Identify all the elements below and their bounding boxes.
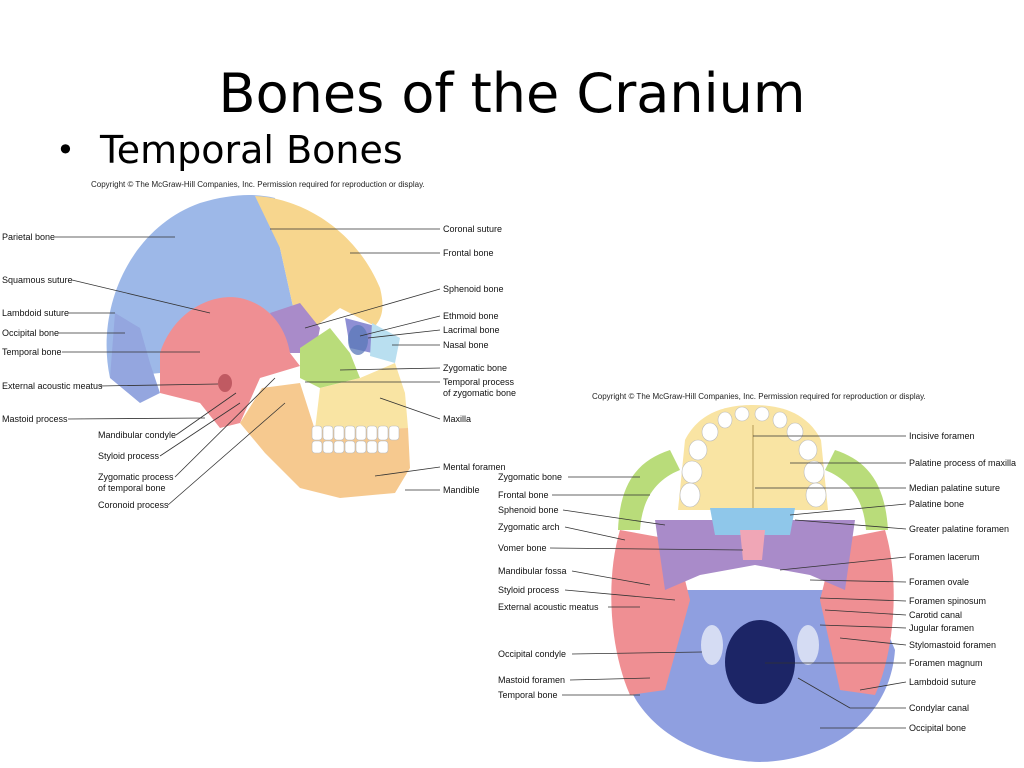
label-foramen-lacerum: Foramen lacerum bbox=[909, 552, 980, 562]
lateral-copyright: Copyright © The McGraw-Hill Companies, I… bbox=[91, 180, 425, 189]
label-frontal-bone: Frontal bone bbox=[443, 248, 494, 258]
label-parietal-bone: Parietal bone bbox=[2, 232, 55, 242]
vomer-shape bbox=[740, 530, 765, 560]
label-squamous-suture: Squamous suture bbox=[2, 275, 73, 285]
maxilla-shape bbox=[315, 363, 408, 430]
label-zygomatic-process: Zygomatic process bbox=[98, 472, 174, 482]
orbit-shape bbox=[348, 325, 368, 355]
label-temporal-process: Temporal process bbox=[443, 377, 515, 387]
label-mandibular-fossa: Mandibular fossa bbox=[498, 566, 567, 576]
label-condylar-canal: Condylar canal bbox=[909, 703, 969, 713]
label-coronoid-process: Coronoid process bbox=[98, 500, 169, 510]
mandible-shape bbox=[240, 383, 410, 498]
label-palatine-process-of-maxilla: Palatine process of maxilla bbox=[909, 458, 1016, 468]
label-nasal-bone: Nasal bone bbox=[443, 340, 489, 350]
label-occipital-bone-inf: Occipital bone bbox=[909, 723, 966, 733]
occipital-condyle-left-shape bbox=[701, 625, 723, 665]
label-maxilla: Maxilla bbox=[443, 414, 471, 424]
label-temporal-bone-inf: Temporal bone bbox=[498, 690, 558, 700]
label-frontal-bone-inf: Frontal bone bbox=[498, 490, 549, 500]
inferior-teeth bbox=[679, 406, 827, 508]
label-mastoid-process: Mastoid process bbox=[2, 414, 68, 424]
label-ethmoid-bone: Ethmoid bone bbox=[443, 311, 499, 321]
occipital-bone-shape bbox=[110, 313, 160, 403]
label-lambdoid-suture: Lambdoid suture bbox=[2, 308, 69, 318]
label-stylomastoid-foramen: Stylomastoid foramen bbox=[909, 640, 996, 650]
label-sphenoid-bone: Sphenoid bone bbox=[443, 284, 504, 294]
lateral-teeth bbox=[311, 425, 400, 454]
bullet-item: • Temporal Bones bbox=[56, 128, 403, 172]
label-mental-foramen: Mental foramen bbox=[443, 462, 506, 472]
label-vomer-bone: Vomer bone bbox=[498, 543, 547, 553]
foramen-magnum-shape bbox=[725, 620, 795, 704]
label-carotid-canal: Carotid canal bbox=[909, 610, 962, 620]
label-lacrimal-bone: Lacrimal bone bbox=[443, 325, 500, 335]
label-zygomatic-bone: Zygomatic bone bbox=[443, 363, 507, 373]
label-zygomatic-process-line2: of temporal bone bbox=[98, 483, 166, 493]
inferior-copyright: Copyright © The McGraw-Hill Companies, I… bbox=[592, 392, 926, 401]
label-incisive-foramen: Incisive foramen bbox=[909, 431, 975, 441]
label-occipital-bone: Occipital bone bbox=[2, 328, 59, 338]
label-occipital-condyle: Occipital condyle bbox=[498, 649, 566, 659]
label-foramen-spinosum: Foramen spinosum bbox=[909, 596, 986, 606]
label-median-palatine-suture: Median palatine suture bbox=[909, 483, 1000, 493]
label-greater-palatine-foramen: Greater palatine foramen bbox=[909, 524, 1009, 534]
label-foramen-ovale: Foramen ovale bbox=[909, 577, 969, 587]
zygomatic-right-shape bbox=[825, 450, 888, 530]
temporal-bone-shape bbox=[160, 297, 300, 428]
inferior-skull-figure: Zygomatic bone Frontal bone Sphenoid bon… bbox=[498, 405, 1016, 762]
label-sphenoid-bone-inf: Sphenoid bone bbox=[498, 505, 559, 515]
label-zygomatic-arch: Zygomatic arch bbox=[498, 522, 560, 532]
zygomatic-bone-shape bbox=[300, 328, 360, 388]
label-styloid-process-inf: Styloid process bbox=[498, 585, 560, 595]
inferior-left-labels: Zygomatic bone Frontal bone Sphenoid bon… bbox=[498, 472, 744, 700]
label-zygomatic-bone-inf: Zygomatic bone bbox=[498, 472, 562, 482]
label-mastoid-foramen: Mastoid foramen bbox=[498, 675, 565, 685]
label-palatine-bone: Palatine bone bbox=[909, 499, 964, 509]
inferior-right-labels: Incisive foramen Palatine process of max… bbox=[753, 431, 1016, 733]
palatine-bone-shape bbox=[710, 508, 795, 535]
bullet-text: Temporal Bones bbox=[100, 128, 403, 172]
sphenoid-bone-shape bbox=[270, 303, 320, 353]
label-styloid-process: Styloid process bbox=[98, 451, 160, 461]
label-lambdoid-suture-inf: Lambdoid suture bbox=[909, 677, 976, 687]
slide-title: Bones of the Cranium bbox=[218, 62, 806, 125]
bullet-dot-icon: • bbox=[56, 131, 75, 169]
label-external-acoustic-meatus-inf: External acoustic meatus bbox=[498, 602, 599, 612]
lateral-skull-figure: Parietal bone Squamous suture Lambdoid s… bbox=[2, 195, 516, 510]
label-mandibular-condyle: Mandibular condyle bbox=[98, 430, 176, 440]
label-temporal-process-line2: of zygomatic bone bbox=[443, 388, 516, 398]
zygomatic-left-shape bbox=[618, 450, 680, 530]
frontal-bone-shape bbox=[255, 196, 383, 338]
label-temporal-bone: Temporal bone bbox=[2, 347, 62, 357]
label-foramen-magnum: Foramen magnum bbox=[909, 658, 983, 668]
label-jugular-foramen: Jugular foramen bbox=[909, 623, 974, 633]
label-external-acoustic-meatus: External acoustic meatus bbox=[2, 381, 103, 391]
label-mandible: Mandible bbox=[443, 485, 480, 495]
occipital-condyle-right-shape bbox=[797, 625, 819, 665]
acoustic-meatus-shape bbox=[218, 374, 232, 392]
nasal-bone-shape bbox=[370, 323, 400, 363]
label-coronal-suture: Coronal suture bbox=[443, 224, 502, 234]
